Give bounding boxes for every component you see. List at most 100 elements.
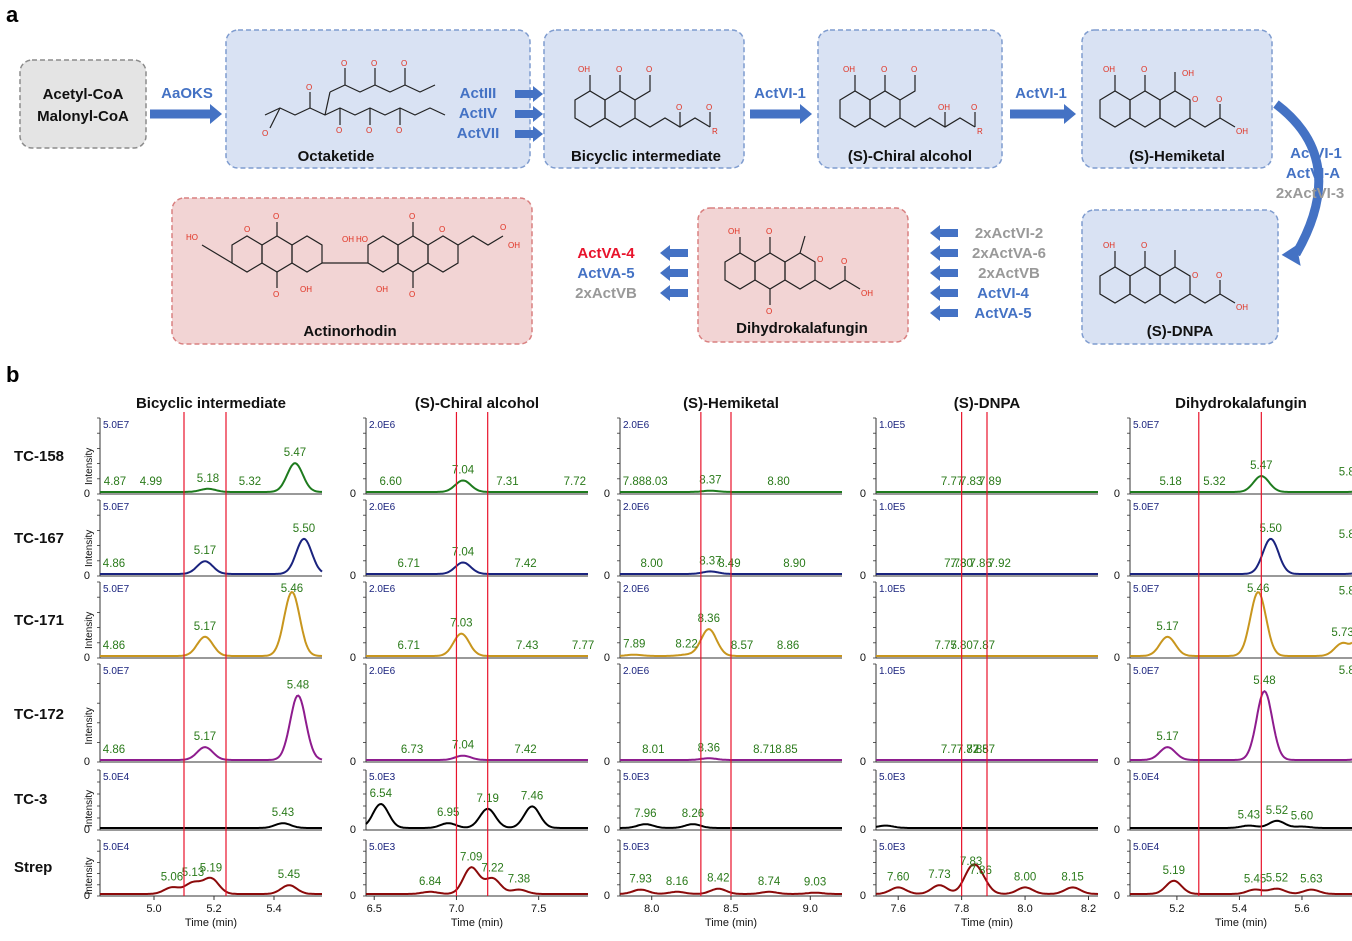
peak-label: 5.83: [1339, 466, 1352, 478]
scale-label: 2.0E6: [623, 666, 650, 677]
enzyme-aaoks: AaOKS: [161, 85, 213, 102]
peak-label: 7.89: [979, 476, 1001, 488]
enzyme-actvii: ActVII: [457, 125, 500, 142]
peak-label: 8.03: [645, 476, 667, 488]
hemiketal-structure: [1099, 72, 1236, 128]
svg-text:O: O: [706, 103, 712, 112]
peak-label: 8.36: [698, 742, 720, 754]
svg-text:OH: OH: [938, 103, 950, 112]
x-tick-label: 7.5: [531, 903, 546, 915]
scale-label: 5.0E3: [369, 772, 396, 783]
y-zero-label: 0: [860, 652, 866, 664]
column-title: Bicyclic intermediate: [136, 395, 286, 412]
peak-label: 7.09: [460, 852, 482, 864]
scale-label: 5.0E4: [1133, 842, 1160, 853]
peak-label: 7.42: [514, 744, 536, 756]
y-zero-label: 0: [84, 652, 90, 664]
svg-text:O: O: [371, 59, 377, 68]
svg-text:O: O: [1141, 241, 1147, 250]
peak-label: 6.95: [437, 807, 459, 819]
svg-text:O: O: [500, 223, 506, 232]
peak-label: 7.77: [941, 744, 963, 756]
peak-label: 5.19: [200, 863, 222, 875]
peak-label: 7.73: [928, 869, 950, 881]
peak-label: 7.04: [452, 546, 475, 558]
peak-label: 5.83: [1339, 529, 1352, 541]
trace-line: [100, 590, 323, 657]
dihydrokalafungin-label: Dihydrokalafungin: [736, 320, 868, 337]
scale-label: 5.0E3: [879, 842, 906, 853]
enzyme-actvi1-a: ActVI-1: [754, 85, 806, 102]
peak-label: 7.31: [496, 476, 518, 488]
svg-text:O: O: [766, 307, 772, 316]
y-zero-label: 0: [860, 824, 866, 836]
peak-label: 7.92: [988, 558, 1010, 570]
peak-label: 7.87: [973, 744, 995, 756]
trace-line: [366, 479, 588, 493]
trace-line: [366, 754, 588, 761]
scale-label: 1.0E5: [879, 502, 906, 513]
scale-label: 5.0E7: [1133, 584, 1160, 595]
svg-text:O: O: [396, 126, 402, 135]
scale-label: 1.0E5: [879, 584, 906, 595]
svg-text:O: O: [336, 126, 342, 135]
y-zero-label: 0: [84, 756, 90, 768]
peak-label: 5.47: [284, 447, 306, 459]
peak-label: 5.17: [1156, 731, 1178, 743]
enzyme-step5-3: 2xActVI-3: [1276, 185, 1344, 202]
enzyme-step7-2: ActVA-5: [577, 265, 634, 282]
peak-label: 7.77: [572, 640, 594, 652]
peak-label: 7.96: [634, 808, 656, 820]
svg-text:O: O: [409, 212, 415, 221]
y-axis-label: Intensity: [84, 530, 95, 567]
peak-label: 5.81: [1339, 586, 1352, 598]
peak-label: 8.37: [699, 555, 721, 567]
svg-text:OH: OH: [508, 241, 520, 250]
scale-label: 5.0E3: [879, 772, 906, 783]
peak-label: 5.46: [1247, 583, 1269, 595]
svg-text:OH: OH: [578, 65, 590, 74]
scale-label: 5.0E4: [103, 772, 130, 783]
y-zero-label: 0: [860, 570, 866, 582]
x-tick-label: 8.5: [723, 903, 738, 915]
y-zero-label: 0: [604, 890, 610, 902]
y-zero-label: 0: [604, 756, 610, 768]
start-box-line2: Malonyl-CoA: [37, 108, 129, 125]
peak-label: 8.49: [718, 558, 740, 570]
trace-line: [100, 694, 323, 761]
y-zero-label: 0: [84, 488, 90, 500]
peak-label: 8.16: [666, 876, 688, 888]
column-title: (S)-Hemiketal: [683, 395, 779, 412]
hemiketal-label: (S)-Hemiketal: [1129, 148, 1225, 165]
peak-label: 5.19: [1163, 865, 1185, 877]
svg-text:OH: OH: [376, 285, 388, 294]
peak-label: 8.85: [775, 744, 797, 756]
svg-text:OH: OH: [728, 227, 740, 236]
peak-label: 7.04: [452, 740, 475, 752]
scale-label: 5.0E4: [103, 842, 130, 853]
enzyme-step6-1: 2xActVI-2: [975, 225, 1043, 242]
scale-label: 2.0E6: [623, 584, 650, 595]
svg-text:O: O: [676, 103, 682, 112]
y-zero-label: 0: [84, 890, 90, 902]
scale-label: 5.0E7: [1133, 420, 1160, 431]
scale-label: 5.0E7: [103, 584, 130, 595]
svg-text:R: R: [977, 127, 983, 136]
peak-label: 5.73: [1331, 627, 1352, 639]
dnpa-label: (S)-DNPA: [1147, 323, 1214, 340]
svg-text:O: O: [409, 290, 415, 299]
chiral-alcohol-structure: [839, 75, 976, 128]
peak-label: 4.86: [103, 558, 125, 570]
peak-label: 7.89: [623, 639, 645, 651]
y-zero-label: 0: [350, 488, 356, 500]
step-arrow-7: ActVA-4 ActVA-5 2xActVB: [575, 245, 688, 302]
x-axis-label: Time (min): [451, 917, 503, 929]
peak-label: 7.03: [450, 618, 472, 630]
row-label: TC-158: [14, 448, 64, 465]
panel-b-letter: b: [6, 362, 19, 387]
enzyme-step7-3: 2xActVB: [575, 285, 637, 302]
chiral-alcohol-label: (S)-Chiral alcohol: [848, 148, 972, 165]
